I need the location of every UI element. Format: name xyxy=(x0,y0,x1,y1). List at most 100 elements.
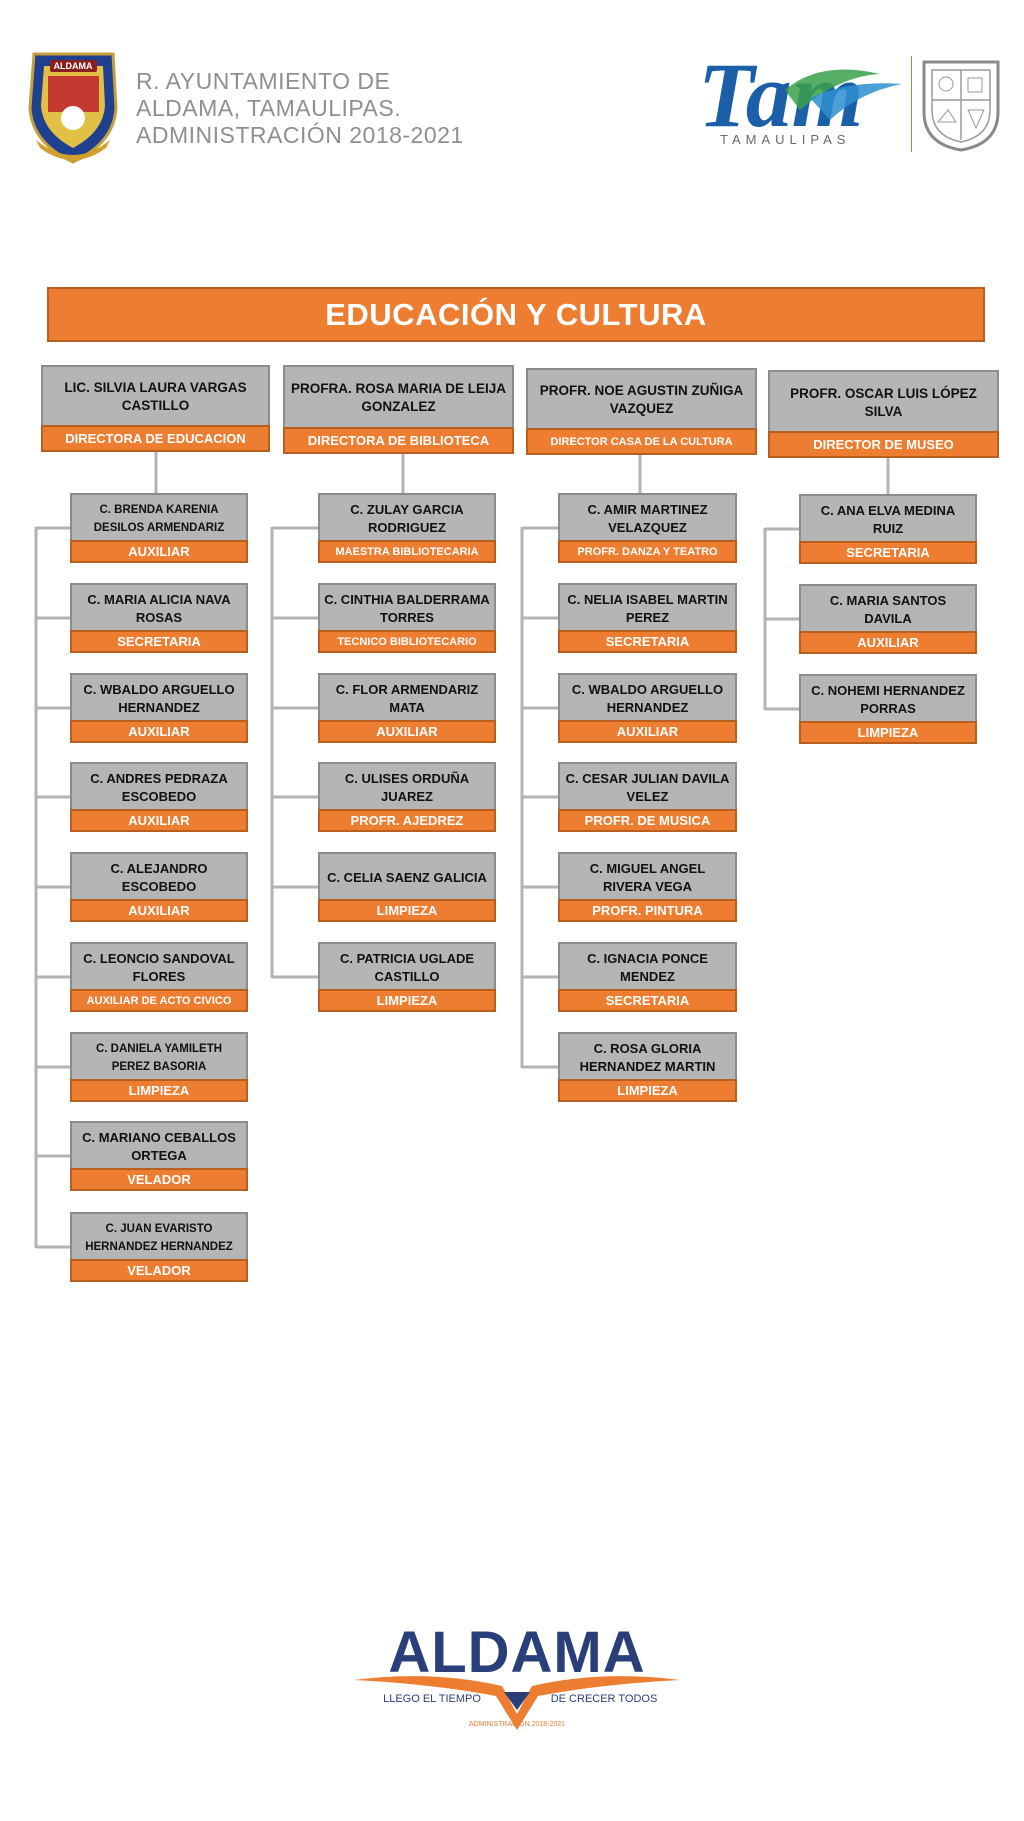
head-role: DIRECTORA DE EDUCACION xyxy=(41,425,270,452)
staff-name: C. CINTHIA BALDERRAMA TORRES xyxy=(324,591,490,625)
head-role: DIRECTORA DE BIBLIOTECA xyxy=(283,427,514,454)
staff-box-c-wbaldo-arguello-hernandez: C. WBALDO ARGUELLO HERNANDEZ AUXILIAR xyxy=(558,673,737,743)
staff-role: SECRETARIA xyxy=(558,989,737,1012)
staff-box-c-cinthia-balderrama-torres: C. CINTHIA BALDERRAMA TORRES TECNICO BIBL… xyxy=(318,583,496,653)
staff-role: PROFR. DANZA Y TEATRO xyxy=(558,540,737,563)
staff-name: C. BRENDA KARENIA DESILOS ARMENDARIZ xyxy=(93,503,225,534)
staff-role: AUXILIAR xyxy=(70,899,248,922)
staff-name: C. WBALDO ARGUELLO HERNANDEZ xyxy=(83,681,235,715)
staff-box-c-cesar-julian-davila-velez: C. CESAR JULIAN DAVILA VELEZ PROFR. DE MU… xyxy=(558,762,737,832)
head-box-4: PROFR. OSCAR LUIS LÓPEZ SILVA DIRECTOR DE… xyxy=(768,370,999,458)
staff-role: AUXILIAR xyxy=(558,720,737,743)
staff-role: PROFR. DE MUSICA xyxy=(558,809,737,832)
staff-role: AUXILIAR xyxy=(70,809,248,832)
staff-box-c-daniela-yamileth-perez-basoria: C. DANIELA YAMILETH PEREZ BASORIA LIMPIEZ… xyxy=(70,1032,248,1102)
svg-text:ADMINISTRACIÓN 2018-2021: ADMINISTRACIÓN 2018-2021 xyxy=(469,1719,565,1728)
aldama-crest-logo: ALDAMA xyxy=(28,52,118,164)
staff-name: C. MARIANO CEBALLOS ORTEGA xyxy=(82,1129,236,1163)
staff-role: SECRETARIA xyxy=(799,541,977,564)
staff-name: C. LEONCIO SANDOVAL FLORES xyxy=(83,950,235,984)
staff-box-c-leoncio-sandoval-flores: C. LEONCIO SANDOVAL FLORES AUXILIAR DE AC… xyxy=(70,942,248,1012)
staff-box-c-andres-pedraza-escobedo: C. ANDRES PEDRAZA ESCOBEDO AUXILIAR xyxy=(70,762,248,832)
head-name: LIC. SILVIA LAURA VARGAS CASTILLO xyxy=(64,380,247,413)
staff-name: C. ULISES ORDUÑA JUAREZ xyxy=(344,770,470,804)
staff-name: C. CESAR JULIAN DAVILA VELEZ xyxy=(565,770,730,804)
staff-role: LIMPIEZA xyxy=(318,989,496,1012)
staff-role: AUXILIAR xyxy=(70,540,248,563)
svg-text:LLEGO EL TIEMPO: LLEGO EL TIEMPO xyxy=(383,1693,481,1705)
staff-name: C. IGNACIA PONCE MENDEZ xyxy=(587,950,708,984)
staff-name: C. NELIA ISABEL MARTIN PEREZ xyxy=(567,591,728,625)
staff-name: C. ANA ELVA MEDINA RUIZ xyxy=(820,502,956,536)
logo-divider xyxy=(911,56,912,152)
staff-name: C. DANIELA YAMILETH PEREZ BASORIA xyxy=(95,1042,223,1073)
staff-role: LIMPIEZA xyxy=(318,899,496,922)
header-line-2: ALDAMA, TAMAULIPAS. xyxy=(136,95,402,121)
staff-box-c-patricia-uglade-castillo: C. PATRICIA UGLADE CASTILLO LIMPIEZA xyxy=(318,942,496,1012)
staff-box-c-amir-martinez-velazquez: C. AMIR MARTINEZ VELAZQUEZ PROFR. DANZA Y… xyxy=(558,493,737,563)
staff-role: TECNICO BIBLIOTECARIO xyxy=(318,630,496,653)
staff-box-c-alejandro-escobedo: C. ALEJANDRO ESCOBEDO AUXILIAR xyxy=(70,852,248,922)
staff-name: C. NOHEMI HERNANDEZ PORRAS xyxy=(811,682,965,716)
staff-box-c-miguel-angel-rivera-vega: C. MIGUEL ANGEL RIVERA VEGA PROFR. PINTUR… xyxy=(558,852,737,922)
staff-box-c-ulises-orduna-juarez: C. ULISES ORDUÑA JUAREZ PROFR. AJEDREZ xyxy=(318,762,496,832)
staff-role: AUXILIAR xyxy=(318,720,496,743)
staff-box-c-flor-armendariz-mata: C. FLOR ARMENDARIZ MATA AUXILIAR xyxy=(318,673,496,743)
staff-role: PROFR. AJEDREZ xyxy=(318,809,496,832)
staff-name: C. MIGUEL ANGEL RIVERA VEGA xyxy=(589,860,706,894)
svg-text:ALDAMA: ALDAMA xyxy=(388,1620,645,1685)
staff-box-c-ignacia-ponce-mendez: C. IGNACIA PONCE MENDEZ SECRETARIA xyxy=(558,942,737,1012)
staff-box-c-nohemi-hernandez-porras: C. NOHEMI HERNANDEZ PORRAS LIMPIEZA xyxy=(799,674,977,744)
staff-name: C. ZULAY GARCIA RODRIGUEZ xyxy=(350,501,464,535)
staff-box-c-juan-evaristo-hernandez-hernandez: C. JUAN EVARISTO HERNANDEZ HERNANDEZ VELA… xyxy=(70,1212,248,1282)
staff-name: C. WBALDO ARGUELLO HERNANDEZ xyxy=(571,681,724,715)
tam-tamaulipas-logo: Tam TAMAULIPAS xyxy=(698,44,902,147)
staff-name: C. PATRICIA UGLADE CASTILLO xyxy=(339,950,475,984)
svg-text:DE CRECER TODOS: DE CRECER TODOS xyxy=(551,1693,658,1705)
staff-role: MAESTRA BIBLIOTECARIA xyxy=(318,540,496,563)
staff-box-c-maria-santos-davila: C. MARIA SANTOS DAVILA AUXILIAR xyxy=(799,584,977,654)
header-line-3: ADMINISTRACIÓN 2018-2021 xyxy=(136,122,464,148)
head-box-2: PROFRA. ROSA MARIA DE LEIJA GONZALEZ DIRE… xyxy=(283,365,514,454)
aldama-footer-logo: ALDAMA LLEGO EL TIEMPO DE CRECER TODOS A… xyxy=(354,1620,680,1730)
staff-role: VELADOR xyxy=(70,1168,248,1191)
staff-role: SECRETARIA xyxy=(558,630,737,653)
staff-role: LIMPIEZA xyxy=(558,1079,737,1102)
staff-name: C. JUAN EVARISTO HERNANDEZ HERNANDEZ xyxy=(85,1222,233,1253)
staff-box-c-maria-alicia-nava-rosas: C. MARIA ALICIA NAVA ROSAS SECRETARIA xyxy=(70,583,248,653)
staff-box-c-wbaldo-arguello-hernandez: C. WBALDO ARGUELLO HERNANDEZ AUXILIAR xyxy=(70,673,248,743)
tamaulipas-seal-icon xyxy=(922,60,1000,152)
staff-box-c-mariano-ceballos-ortega: C. MARIANO CEBALLOS ORTEGA VELADOR xyxy=(70,1121,248,1191)
staff-role: AUXILIAR xyxy=(70,720,248,743)
head-name: PROFR. OSCAR LUIS LÓPEZ SILVA xyxy=(790,385,977,419)
staff-box-c-celia-saenz-galicia: C. CELIA SAENZ GALICIA LIMPIEZA xyxy=(318,852,496,922)
page-title: EDUCACIÓN Y CULTURA xyxy=(47,287,985,342)
header-line-1: R. AYUNTAMIENTO DE xyxy=(136,68,391,94)
head-role: DIRECTOR CASA DE LA CULTURA xyxy=(526,428,757,455)
staff-box-c-zulay-garcia-rodriguez: C. ZULAY GARCIA RODRIGUEZ MAESTRA BIBLIOT… xyxy=(318,493,496,563)
staff-name: C. MARIA ALICIA NAVA ROSAS xyxy=(87,591,231,625)
staff-role: AUXILIAR DE ACTO CIVICO xyxy=(70,989,248,1012)
head-role: DIRECTOR DE MUSEO xyxy=(768,431,999,458)
staff-name: C. CELIA SAENZ GALICIA xyxy=(327,869,487,885)
staff-box-c-brenda-karenia-desilos-armendariz: C. BRENDA KARENIA DESILOS ARMENDARIZ AUXI… xyxy=(70,493,248,563)
staff-name: C. ALEJANDRO ESCOBEDO xyxy=(110,860,208,894)
staff-role: PROFR. PINTURA xyxy=(558,899,737,922)
svg-text:ALDAMA: ALDAMA xyxy=(54,61,93,71)
staff-role: VELADOR xyxy=(70,1259,248,1282)
staff-role: AUXILIAR xyxy=(799,631,977,654)
staff-name: C. MARIA SANTOS DAVILA xyxy=(829,592,947,626)
staff-role: LIMPIEZA xyxy=(70,1079,248,1102)
staff-role: SECRETARIA xyxy=(70,630,248,653)
staff-name: C. AMIR MARTINEZ VELAZQUEZ xyxy=(587,501,708,535)
head-name: PROFR. NOE AGUSTIN ZUÑIGA VAZQUEZ xyxy=(539,383,744,416)
staff-box-c-ana-elva-medina-ruiz: C. ANA ELVA MEDINA RUIZ SECRETARIA xyxy=(799,494,977,564)
head-box-1: LIC. SILVIA LAURA VARGAS CASTILLO DIRECTO… xyxy=(41,365,270,452)
staff-name: C. FLOR ARMENDARIZ MATA xyxy=(335,681,479,715)
staff-name: C. ANDRES PEDRAZA ESCOBEDO xyxy=(90,770,228,804)
header-text: R. AYUNTAMIENTO DE ALDAMA, TAMAULIPAS. A… xyxy=(136,68,464,149)
staff-role: LIMPIEZA xyxy=(799,721,977,744)
head-name: PROFRA. ROSA MARIA DE LEIJA GONZALEZ xyxy=(290,381,506,414)
